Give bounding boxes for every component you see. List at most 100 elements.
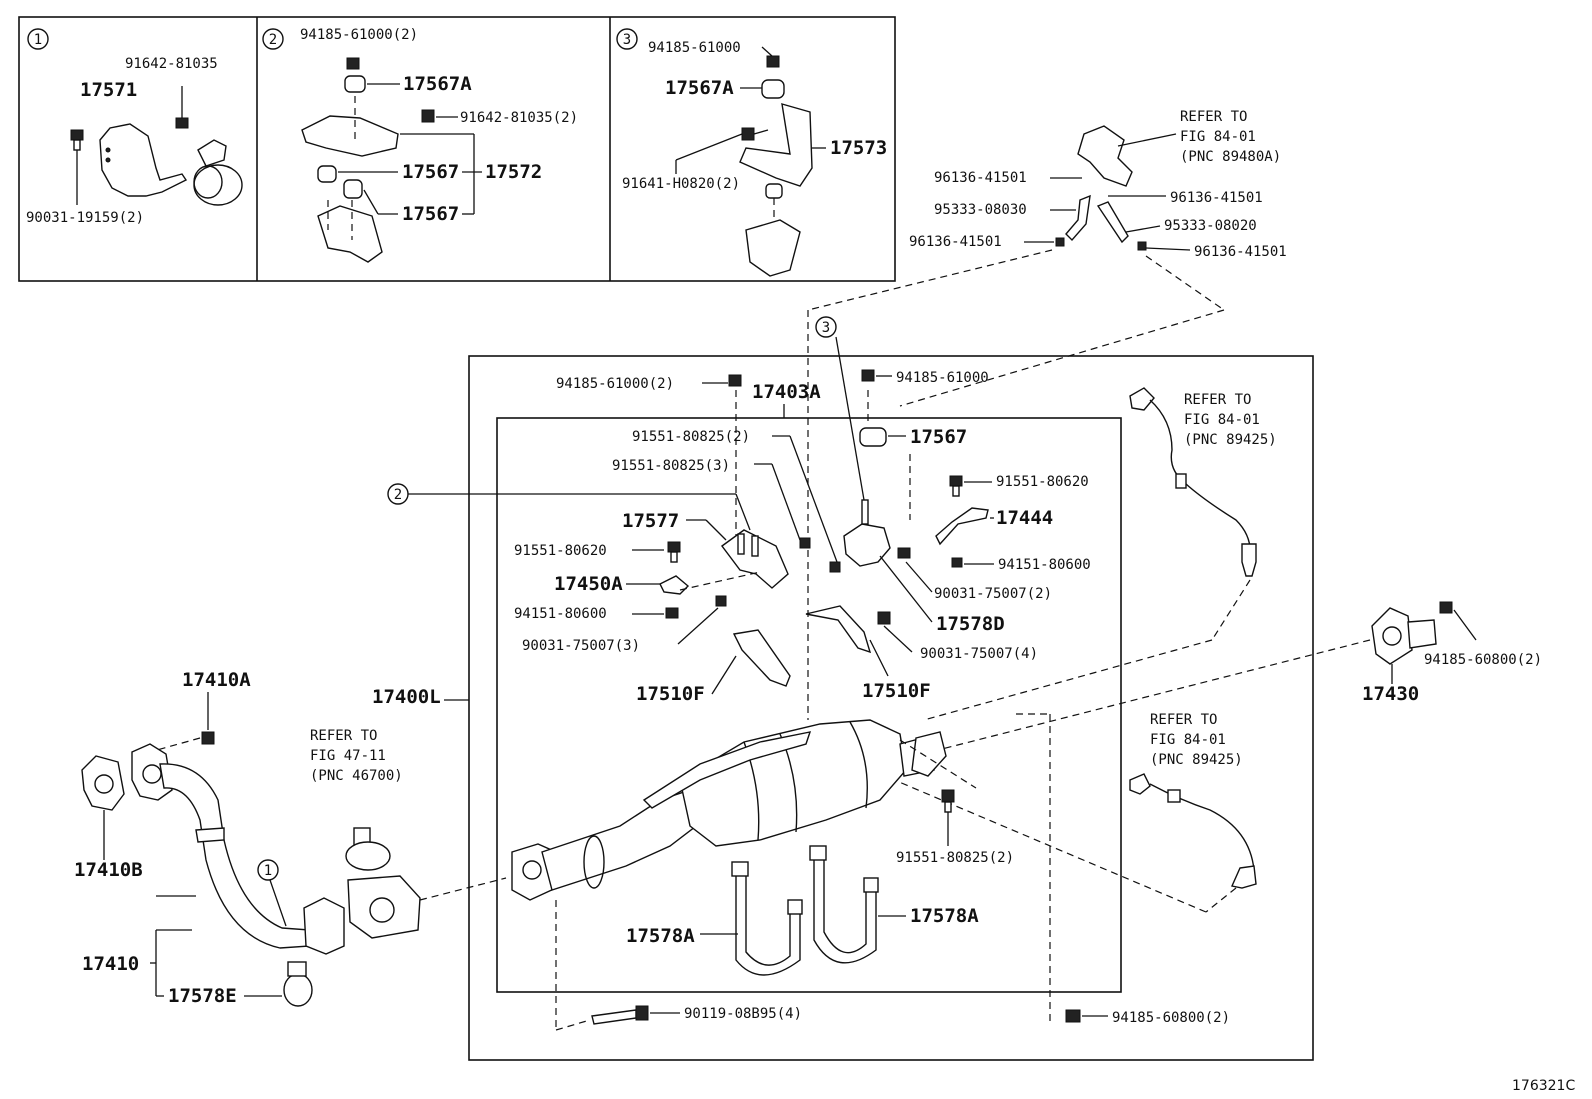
- part-label-17410B: 17410B: [74, 859, 143, 881]
- u-bolt: [823, 852, 867, 954]
- pipe: [159, 763, 311, 949]
- refer-text: (PNC 46700): [310, 768, 403, 784]
- callout-number: 2: [394, 487, 402, 503]
- part-label-96136-41501: 96136-41501: [934, 170, 1027, 186]
- callout-number: 3: [822, 320, 830, 336]
- callout-circle-3: [616, 28, 638, 50]
- nut-icon: [201, 731, 215, 745]
- gasket-17410B: [81, 755, 125, 811]
- dash-line: [799, 739, 1207, 913]
- inset-panel-frame: [18, 16, 896, 282]
- part-label-94185-61000: 94185-61000(2): [556, 376, 674, 392]
- dash-line: [807, 249, 1053, 311]
- clip-icon: [1137, 241, 1147, 251]
- sensor-wire: [1149, 783, 1255, 871]
- callout-number: 3: [623, 32, 631, 48]
- gasket-hole: [94, 774, 114, 794]
- callout-circle-1: [257, 859, 279, 881]
- figure-id: 176321C: [1512, 1078, 1575, 1094]
- part-label-17567: 17567: [910, 426, 967, 448]
- leader-line: [1145, 247, 1191, 251]
- nut-icon: [346, 57, 360, 70]
- o2-sensor-upper: REFER TO FIG 84-01 (PNC 89425): [923, 387, 1277, 721]
- leader-line: [269, 879, 287, 927]
- dash-line: [1211, 579, 1251, 641]
- valve-body: [347, 875, 421, 939]
- inset-1: 1 91642-81035 17571 90031-19159(2): [26, 28, 243, 226]
- leader-line: [905, 561, 933, 593]
- dash-line: [555, 1019, 591, 1031]
- part-label-94151-80600: 94151-80600: [998, 557, 1091, 573]
- insulator-17510F: [805, 605, 872, 654]
- bolt-shank: [952, 485, 960, 497]
- dash-line: [1205, 887, 1237, 913]
- callout-number: 2: [269, 32, 277, 48]
- callout-number: 1: [34, 32, 42, 48]
- leader-line: [711, 655, 737, 695]
- lower-bracket: [745, 219, 801, 277]
- refer-text: FIG 47-11: [310, 748, 386, 764]
- converter-rib: [849, 721, 868, 809]
- part-label-17567: 17567: [402, 161, 459, 183]
- part-label-94185-60800: 94185-60800(2): [1424, 652, 1542, 668]
- part-label-90119-08B95: 90119-08B95(4): [684, 1006, 802, 1022]
- bracket-17572-upper: [301, 115, 399, 157]
- stud: [737, 533, 745, 555]
- bolt-head: [635, 1005, 649, 1021]
- leader-line: [869, 639, 889, 677]
- actuator: [345, 841, 391, 871]
- part-label-17571: 17571: [80, 79, 137, 101]
- refer-text: FIG 84-01: [1150, 732, 1226, 748]
- sensor-body: [1241, 543, 1257, 577]
- callout-circle-3: [815, 316, 837, 338]
- clip-icon: [1055, 237, 1065, 247]
- part-label-91642-81035-2: 91642-81035(2): [460, 110, 578, 126]
- bracket-17573: [739, 103, 813, 187]
- refer-text: FIG 84-01: [1180, 129, 1256, 145]
- nut-icon: [877, 611, 891, 625]
- bolt-icon: [175, 117, 189, 129]
- part-label-94185-61000: 94185-61000: [896, 370, 989, 386]
- bolt-shank: [73, 139, 81, 151]
- bolt-icon: [741, 127, 755, 141]
- part-label-94185-61000: 94185-61000: [648, 40, 741, 56]
- refer-text: FIG 84-01: [1184, 412, 1260, 428]
- stud: [751, 535, 759, 557]
- u-bolts-17578A: 17578A 17578A: [626, 845, 979, 976]
- leader-line: [771, 463, 801, 541]
- u-bolt: [745, 866, 791, 966]
- leader-line: [677, 607, 719, 645]
- rubber-mount-17567A: [761, 79, 785, 99]
- bracket-17450A: [659, 575, 690, 595]
- refer-text: REFER TO: [1184, 392, 1251, 408]
- part-label-17578D: 17578D: [936, 613, 1005, 635]
- part-label-94185-61000: 94185-61000(2): [300, 27, 418, 43]
- bolt-icon: [799, 537, 811, 549]
- part-label-91641-H0820: 91641-H0820(2): [622, 176, 740, 192]
- part-label-91551-80620: 91551-80620: [514, 543, 607, 559]
- refer-text: REFER TO: [310, 728, 377, 744]
- insulator-17510F: [732, 629, 791, 687]
- pipe-ring: [583, 835, 605, 889]
- bolt-shank: [944, 801, 952, 813]
- rubber-mount-17567: [859, 427, 887, 447]
- bolt-icon: [421, 109, 435, 123]
- u-bolt-thread: [731, 861, 749, 877]
- vacuum-hose-group: REFER TO FIG 84-01 (PNC 89480A) 96136-41…: [807, 109, 1287, 720]
- part-label-17567A: 17567A: [403, 73, 472, 95]
- outlet-flange: [911, 731, 947, 777]
- part-label-96136-41501: 96136-41501: [909, 234, 1002, 250]
- bolt-icon: [829, 561, 841, 573]
- part-label-17400L: 17400L: [372, 686, 441, 708]
- nut-icon: [715, 595, 727, 607]
- dash-line: [899, 739, 977, 789]
- part-label-91551-80825: 91551-80825(3): [612, 458, 730, 474]
- rubber-mount-17567: [317, 165, 337, 183]
- u-bolt: [813, 852, 877, 964]
- nut-icon: [897, 547, 911, 559]
- part-label-17430: 17430: [1362, 683, 1419, 705]
- pipe: [1407, 619, 1437, 649]
- part-label-90031-19159: 90031-19159(2): [26, 210, 144, 226]
